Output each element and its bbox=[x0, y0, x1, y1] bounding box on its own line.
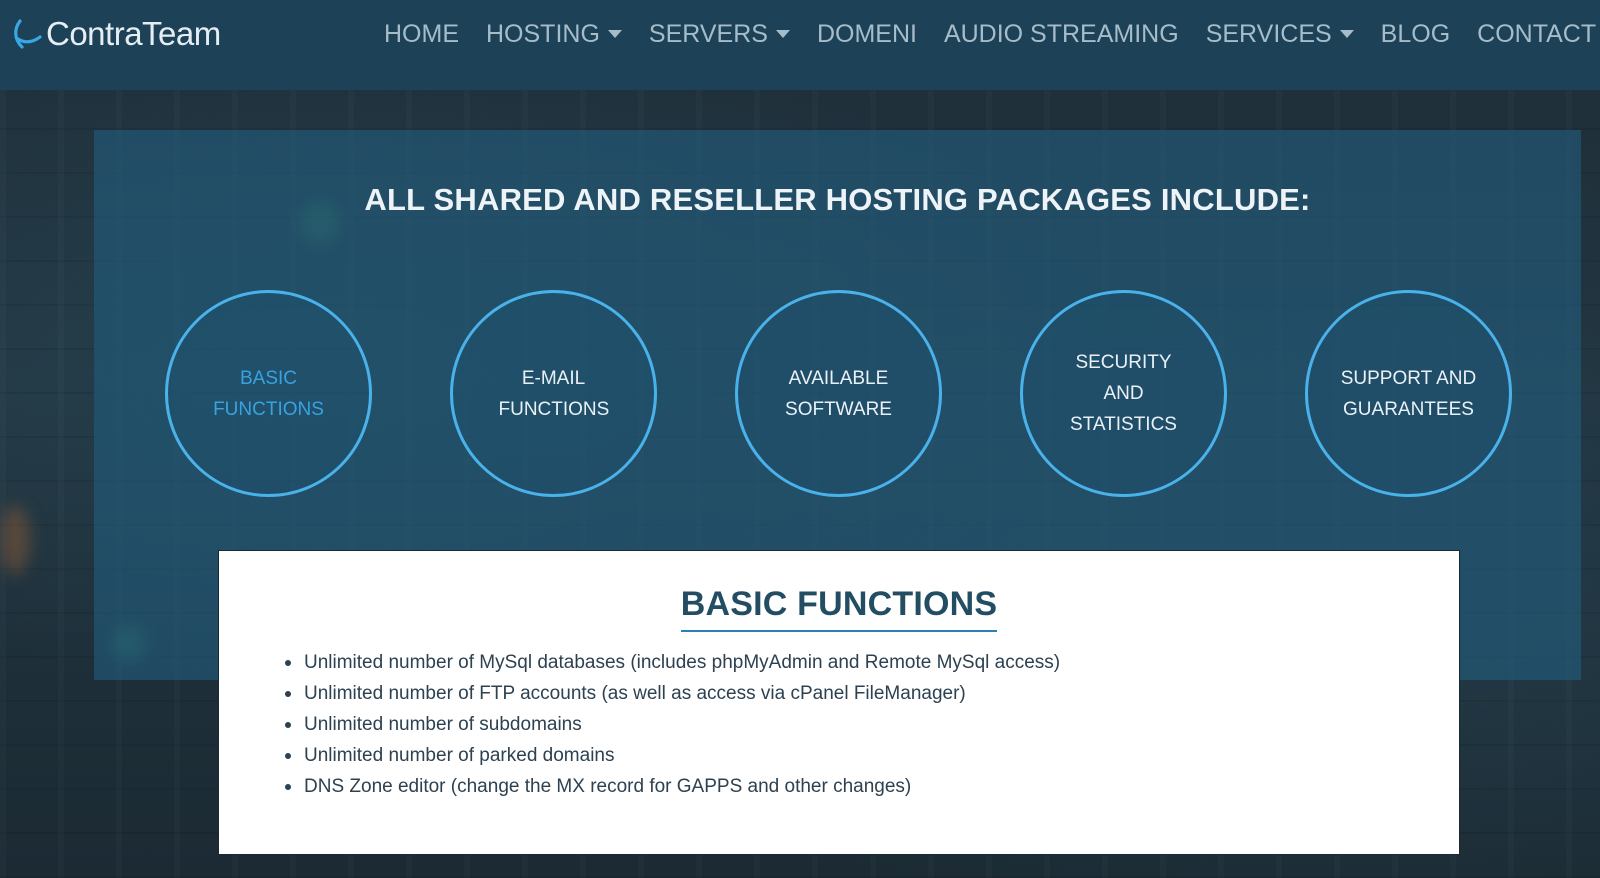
main-nav: HOME HOSTING SERVERS DOMENI AUDIO STREAM… bbox=[384, 14, 1600, 54]
tab-support-and-guarantees[interactable]: SUPPORT AND GUARANTEES bbox=[1305, 290, 1512, 497]
caret-down-icon bbox=[1339, 30, 1354, 38]
nav-label: DOMENI bbox=[816, 19, 917, 48]
nav-label: CONTACT bbox=[1477, 19, 1597, 48]
feature-detail-card: BASIC FUNCTIONS Unlimited number of MySq… bbox=[218, 550, 1460, 855]
card-title-wrap: BASIC FUNCTIONS bbox=[219, 585, 1459, 632]
list-item-text: Unlimited number of MySql databases (inc… bbox=[304, 652, 1061, 673]
tab-basic-functions[interactable]: BASIC FUNCTIONS bbox=[165, 290, 372, 497]
bullet-icon bbox=[285, 659, 291, 666]
nav-hosting[interactable]: HOSTING bbox=[486, 20, 622, 49]
card-title: BASIC FUNCTIONS bbox=[680, 585, 998, 632]
list-item-text: Unlimited number of FTP accounts (as wel… bbox=[304, 683, 966, 704]
bullet-icon bbox=[285, 721, 291, 728]
features-title: ALL SHARED AND RESELLER HOSTING PACKAGES… bbox=[364, 182, 1311, 217]
list-item: DNS Zone editor (change the MX record fo… bbox=[285, 771, 1060, 802]
tab-label: BASIC FUNCTIONS bbox=[213, 367, 324, 420]
bullet-icon bbox=[285, 783, 291, 790]
list-item-text: DNS Zone editor (change the MX record fo… bbox=[304, 776, 912, 797]
nav-label: BLOG bbox=[1380, 19, 1451, 48]
tab-label: SUPPORT AND GUARANTEES bbox=[1340, 367, 1477, 420]
nav-home[interactable]: HOME bbox=[384, 20, 459, 49]
nav-label: SERVICES bbox=[1205, 19, 1332, 48]
tab-email-functions[interactable]: E-MAIL FUNCTIONS bbox=[450, 290, 657, 497]
caret-down-icon bbox=[775, 30, 790, 38]
nav-audio-streaming[interactable]: AUDIO STREAMING bbox=[944, 20, 1179, 49]
tab-security-and-statistics[interactable]: SECURITY AND STATISTICS bbox=[1020, 290, 1227, 497]
list-item-text: Unlimited number of subdomains bbox=[304, 714, 582, 735]
nav-label: SERVERS bbox=[648, 19, 768, 48]
list-item: Unlimited number of parked domains bbox=[285, 740, 1060, 771]
tab-label: AVAILABLE SOFTWARE bbox=[785, 367, 892, 420]
nav-label: HOSTING bbox=[486, 19, 600, 48]
tab-label: E-MAIL FUNCTIONS bbox=[498, 367, 610, 420]
background-light bbox=[0, 505, 30, 575]
tab-label: SECURITY AND STATISTICS bbox=[1070, 352, 1177, 435]
nav-blog[interactable]: BLOG bbox=[1381, 20, 1450, 49]
list-item: Unlimited number of subdomains bbox=[285, 709, 1060, 740]
logo-icon bbox=[14, 19, 42, 49]
nav-servers[interactable]: SERVERS bbox=[649, 20, 790, 49]
bullet-icon bbox=[285, 690, 291, 697]
nav-services[interactable]: SERVICES bbox=[1206, 20, 1354, 49]
feature-list: Unlimited number of MySql databases (inc… bbox=[285, 647, 1060, 802]
nav-label: HOME bbox=[384, 19, 459, 48]
tab-available-software[interactable]: AVAILABLE SOFTWARE bbox=[735, 290, 942, 497]
top-navbar: ContraTeam HOME HOSTING SERVERS DOMENI A… bbox=[0, 0, 1600, 90]
nav-domeni[interactable]: DOMENI bbox=[817, 20, 917, 49]
caret-down-icon bbox=[607, 30, 622, 38]
nav-contact[interactable]: CONTACT bbox=[1477, 20, 1596, 49]
list-item: Unlimited number of FTP accounts (as wel… bbox=[285, 678, 1060, 709]
brand-logo[interactable]: ContraTeam bbox=[12, 12, 221, 56]
list-item: Unlimited number of MySql databases (inc… bbox=[285, 647, 1060, 678]
list-item-text: Unlimited number of parked domains bbox=[304, 745, 615, 766]
feature-tabs: BASIC FUNCTIONS E-MAIL FUNCTIONS AVAILAB… bbox=[94, 290, 1581, 500]
brand-name: ContraTeam bbox=[46, 15, 221, 52]
nav-label: AUDIO STREAMING bbox=[943, 19, 1179, 48]
bullet-icon bbox=[285, 752, 291, 759]
